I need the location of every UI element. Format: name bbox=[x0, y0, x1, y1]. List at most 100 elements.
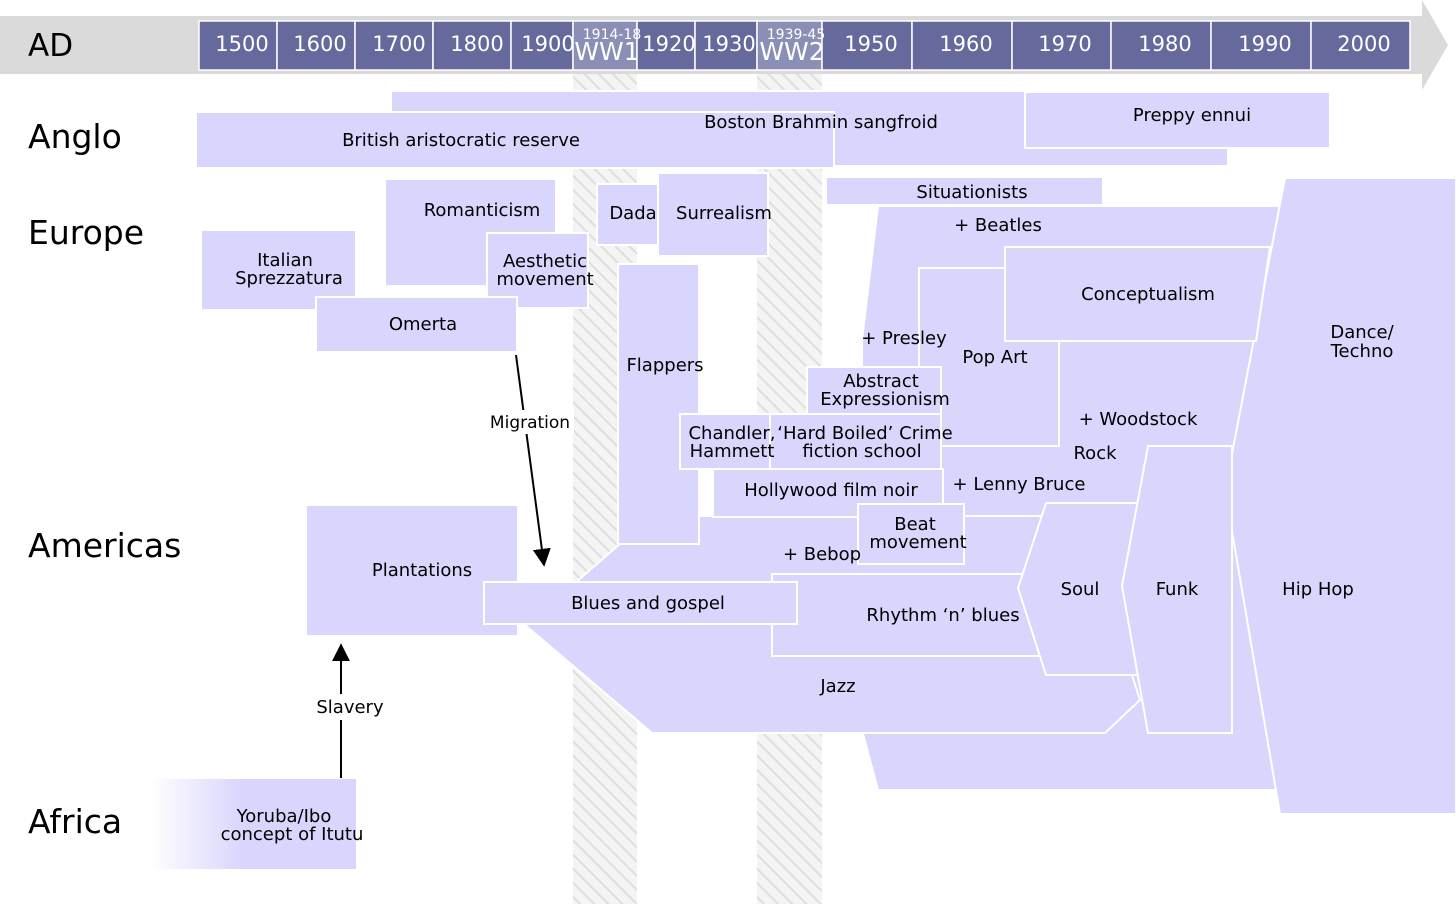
timeline-label: AD bbox=[28, 28, 73, 64]
migration-label: Migration bbox=[490, 413, 570, 433]
label-blues: Blues and gospel bbox=[571, 593, 725, 614]
label-chandler-2: Hammett bbox=[690, 441, 775, 462]
label-abstract-2: Expressionism bbox=[820, 389, 950, 410]
label-beat-2: movement bbox=[869, 532, 966, 553]
box-hiphop bbox=[1223, 177, 1456, 815]
box-funk bbox=[1120, 445, 1233, 734]
label-conceptualism: Conceptualism bbox=[1081, 284, 1215, 305]
label-omerta: Omerta bbox=[389, 314, 457, 335]
box-british bbox=[195, 111, 835, 169]
label-italian-2: Sprezzatura bbox=[235, 268, 343, 289]
label-romanticism: Romanticism bbox=[424, 200, 541, 221]
label-preppy: Preppy ennui bbox=[1133, 105, 1251, 126]
year-label: 1500 bbox=[215, 32, 268, 56]
timeline-cell bbox=[1210, 20, 1312, 71]
label-hiphop: Hip Hop bbox=[1282, 579, 1354, 600]
box-situationists bbox=[825, 176, 1104, 206]
war-name: WW1 bbox=[574, 37, 639, 66]
box-flappers bbox=[617, 263, 700, 545]
timeline-cell bbox=[821, 20, 913, 71]
label-lenny: + Lenny Bruce bbox=[953, 474, 1086, 495]
label-chandler-1: Chandler, bbox=[688, 423, 775, 444]
timeline-cell bbox=[510, 20, 574, 71]
war-dates: 1914-18 bbox=[583, 27, 642, 43]
year-label: 1950 bbox=[844, 32, 897, 56]
label-italian-1: Italian bbox=[257, 250, 313, 271]
year-label: 1980 bbox=[1138, 32, 1191, 56]
label-jazz: Jazz bbox=[819, 676, 855, 697]
timeline-cell bbox=[1310, 20, 1411, 71]
label-surrealism: Surrealism bbox=[676, 203, 772, 224]
label-funk: Funk bbox=[1156, 579, 1199, 600]
migration-arrow bbox=[515, 354, 551, 567]
box-aesthetic bbox=[486, 232, 589, 309]
box-abstract bbox=[806, 366, 942, 416]
label-yoruba-1: Yoruba/Ibo bbox=[236, 806, 332, 827]
label-rnb: Rhythm ‘n’ blues bbox=[866, 605, 1019, 626]
box-omerta bbox=[315, 296, 518, 353]
region-anglo: Anglo bbox=[28, 117, 122, 156]
box-blues bbox=[483, 581, 798, 625]
war-dates: 1939-45 bbox=[767, 27, 826, 43]
label-dada: Dada bbox=[609, 203, 656, 224]
region-americas: Americas bbox=[28, 526, 181, 565]
box-plantations bbox=[305, 504, 519, 637]
box-surrealism bbox=[657, 172, 769, 257]
slavery-label-bg bbox=[308, 694, 388, 720]
year-label: 1600 bbox=[293, 32, 346, 56]
year-label: 1930 bbox=[702, 32, 755, 56]
label-hardboiled-1: ‘Hard Boiled’ Crime bbox=[777, 423, 952, 444]
box-rnb bbox=[771, 573, 1043, 657]
label-presley: + Presley bbox=[861, 328, 947, 349]
timeline-cell bbox=[354, 20, 434, 71]
year-label: 1990 bbox=[1238, 32, 1291, 56]
label-dance-1: Dance/ bbox=[1330, 322, 1394, 343]
timeline-cell bbox=[911, 20, 1013, 71]
migration-label-bg bbox=[484, 410, 574, 434]
timeline-cells bbox=[198, 20, 1411, 71]
label-dance-2: Techno bbox=[1330, 341, 1394, 362]
box-beat bbox=[857, 503, 965, 565]
box-soul bbox=[1016, 502, 1141, 676]
timeline-cell bbox=[1011, 20, 1112, 71]
label-plantations: Plantations bbox=[372, 560, 472, 581]
label-noir: Hollywood film noir bbox=[744, 480, 918, 501]
box-hardboiled bbox=[769, 413, 942, 470]
box-preppy bbox=[1024, 91, 1331, 149]
label-popart: Pop Art bbox=[962, 347, 1027, 368]
label-bebop: + Bebop bbox=[783, 544, 861, 565]
year-label: 1920 bbox=[642, 32, 695, 56]
year-label: 1800 bbox=[450, 32, 503, 56]
label-yoruba-2: concept of Itutu bbox=[221, 824, 364, 845]
year-label: 1960 bbox=[939, 32, 992, 56]
region-europe: Europe bbox=[28, 213, 144, 252]
year-label: 1900 bbox=[521, 32, 574, 56]
label-soul: Soul bbox=[1061, 579, 1100, 600]
box-yoruba bbox=[150, 779, 356, 869]
timeline-war-cell bbox=[572, 20, 638, 71]
label-abstract-1: Abstract bbox=[843, 371, 919, 392]
timeline-cell bbox=[694, 20, 758, 71]
label-british: British aristocratic reserve bbox=[342, 130, 580, 151]
box-chandler bbox=[679, 413, 773, 470]
label-hardboiled-2: fiction school bbox=[802, 441, 921, 462]
timeline-cell bbox=[636, 20, 696, 71]
timeline-cell bbox=[432, 20, 512, 71]
slavery-label: Slavery bbox=[316, 697, 384, 718]
year-label: 1970 bbox=[1038, 32, 1091, 56]
year-label: 2000 bbox=[1337, 32, 1390, 56]
label-rock: Rock bbox=[1073, 443, 1117, 464]
timeline-cell bbox=[276, 20, 356, 71]
label-beatles: + Beatles bbox=[954, 215, 1042, 236]
label-boston: Boston Brahmin sangfroid bbox=[704, 112, 938, 133]
label-aesthetic-2: movement bbox=[496, 269, 593, 290]
label-situationists: Situationists bbox=[916, 182, 1027, 203]
label-flappers: Flappers bbox=[626, 355, 703, 376]
label-woodstock: + Woodstock bbox=[1079, 409, 1198, 430]
timeline-years: 1500 1600 1700 1800 1900 1920 1930 1950 … bbox=[215, 27, 1390, 66]
label-beat-1: Beat bbox=[894, 514, 936, 535]
war-name: WW2 bbox=[759, 37, 824, 66]
box-conceptualism bbox=[1004, 246, 1272, 342]
region-africa: Africa bbox=[28, 802, 122, 841]
